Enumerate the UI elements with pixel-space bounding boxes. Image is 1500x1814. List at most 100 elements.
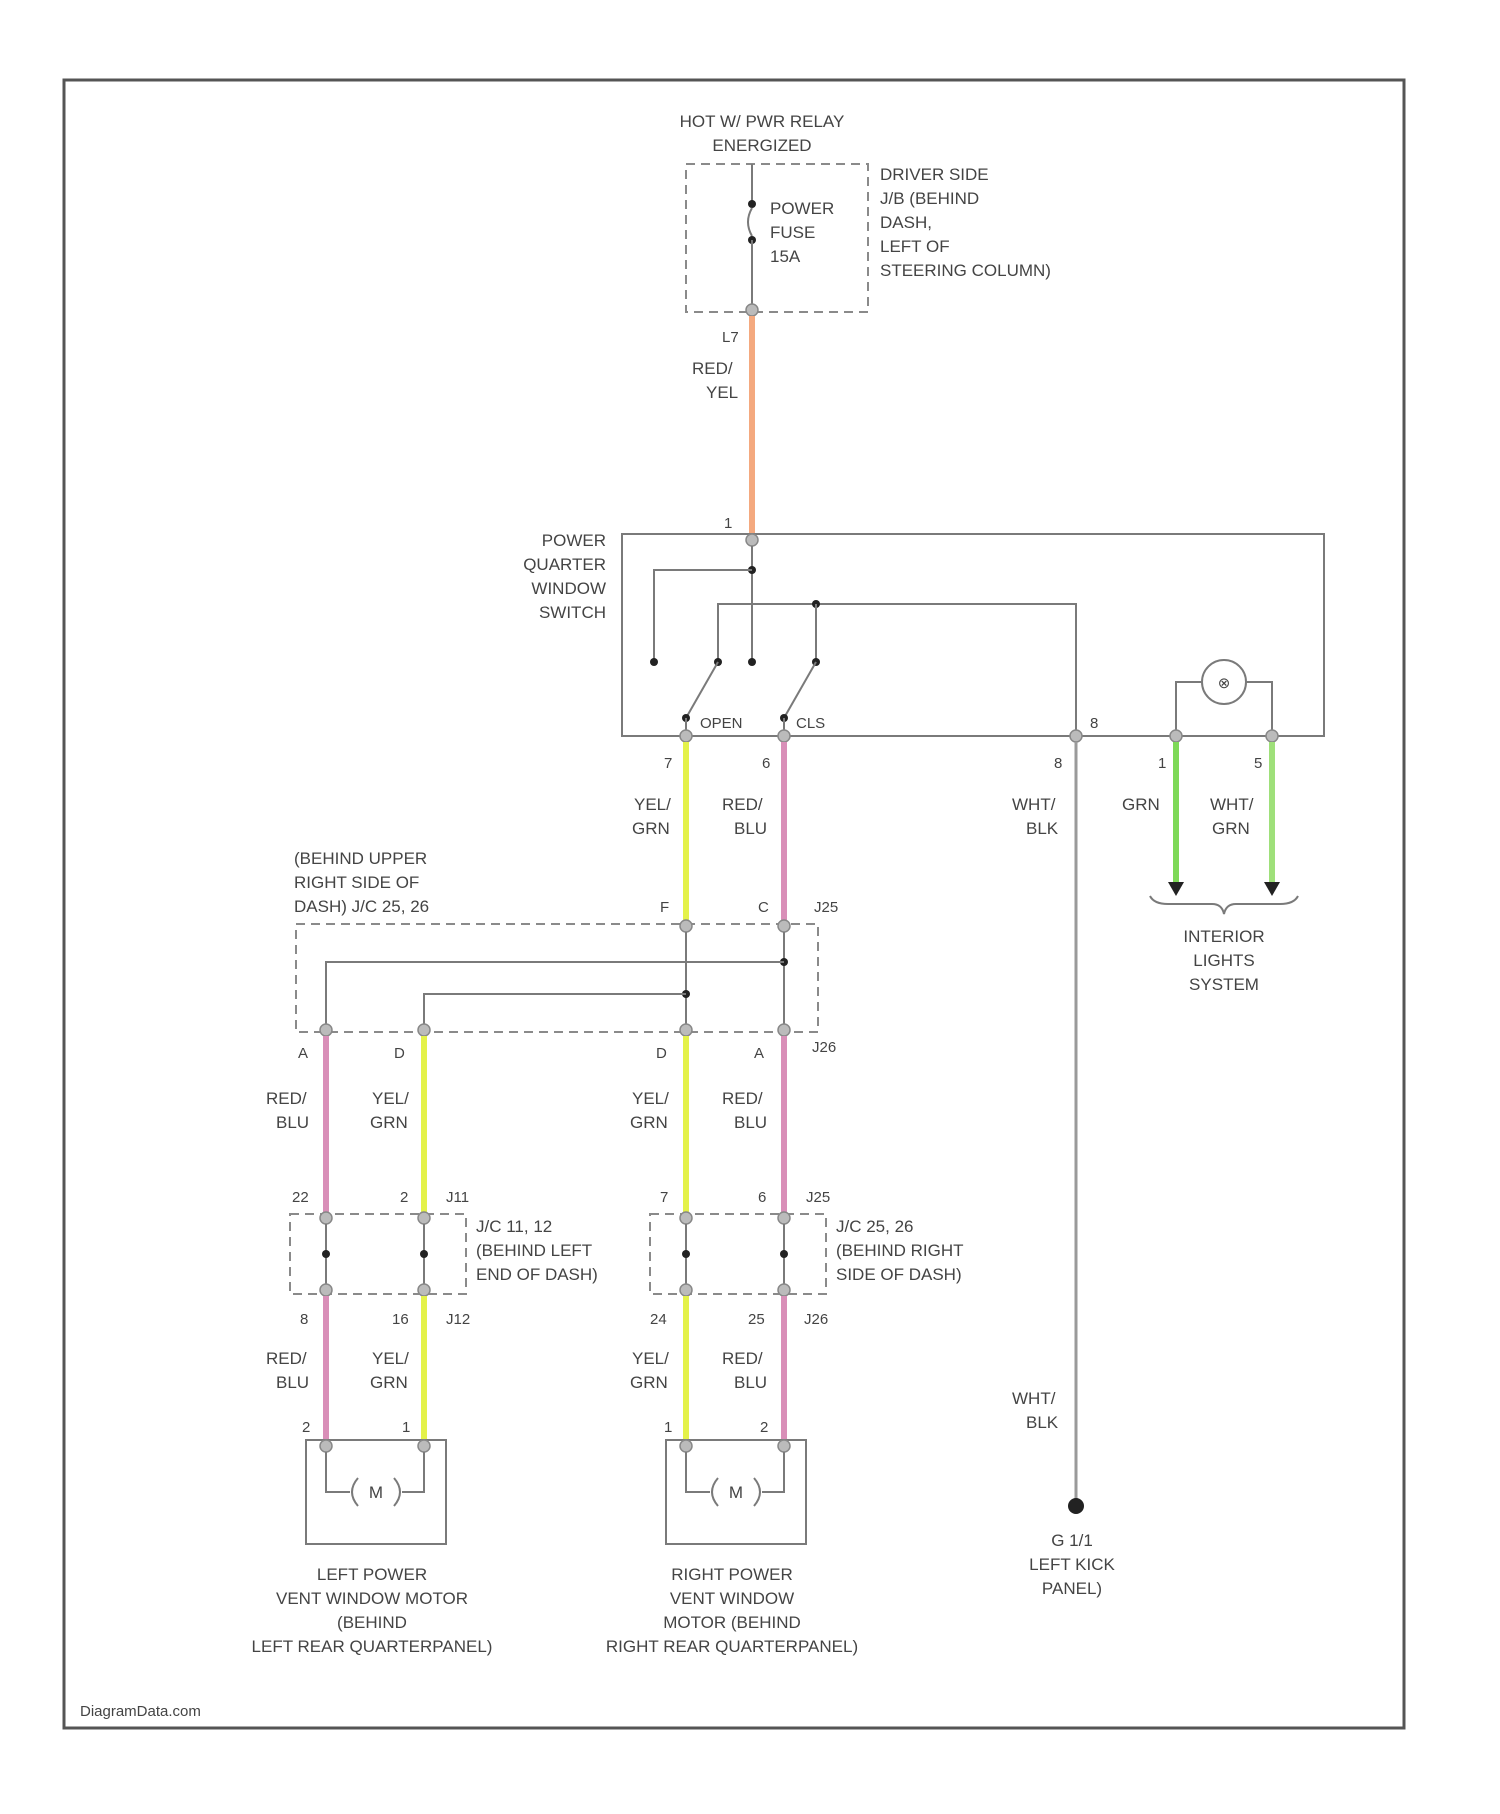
jc-right-top-pin-1: [680, 1212, 692, 1224]
switch-pin-open-label: 7: [664, 755, 672, 772]
wire-open-label-2: GRN: [632, 819, 670, 838]
left-motor-label-1: LEFT POWER: [317, 1565, 427, 1584]
motor-right-yel-label-1: YEL/: [632, 1349, 669, 1368]
junction-connector-left: 22 2 J11 J/C 11, 12 (BEHIND LEFT END OF …: [290, 1189, 598, 1328]
ground-point: WHT/ BLK G 1/1 LEFT KICK PANEL): [1012, 1389, 1115, 1598]
switch-pin-cls-label: 6: [762, 755, 770, 772]
fuse-location-4: LEFT OF: [880, 237, 950, 256]
left-motor-bracket-r: [394, 1478, 400, 1506]
right-motor-label-4: RIGHT REAR QUARTERPANEL): [606, 1637, 858, 1656]
branch-left-yel-label-1: YEL/: [372, 1089, 409, 1108]
ground-wire-label-2: BLK: [1026, 1413, 1059, 1432]
branch-left-yel-label-2: GRN: [370, 1113, 408, 1132]
jc-left-location-2: (BEHIND LEFT: [476, 1241, 592, 1260]
jc-upper-pin-c-label: C: [758, 899, 769, 916]
switch-name-2: QUARTER: [523, 555, 606, 574]
jc-right-pin-top-a: 7: [660, 1189, 668, 1206]
jc-left-top-pin-2: [418, 1212, 430, 1224]
jc-left-location-1: J/C 11, 12: [476, 1217, 552, 1236]
motor-icon: M: [729, 1483, 743, 1502]
motor-left-yel-label-1: YEL/: [372, 1349, 409, 1368]
arrow-lamp-1-icon: [1168, 882, 1184, 896]
ground-label-3: PANEL): [1042, 1579, 1102, 1598]
jc-upper-pin-c: [778, 920, 790, 932]
switch-name-1: POWER: [542, 531, 606, 550]
switch-pin-ground: [1070, 730, 1082, 742]
jc-left-bot-pin-1: [320, 1284, 332, 1296]
jc-left-pin-bot-b: 16: [392, 1311, 409, 1328]
right-motor-lead-a: [686, 1452, 710, 1492]
right-motor-bracket-l: [712, 1478, 718, 1506]
jc-upper-outline: [296, 924, 818, 1032]
junction-connector-upper: (BEHIND UPPER RIGHT SIDE OF DASH) J/C 25…: [294, 849, 838, 1062]
jc-upper-pin-f-label: F: [660, 899, 669, 916]
right-motor-label-3: MOTOR (BEHIND: [663, 1613, 801, 1632]
interior-lights-label-1: INTERIOR: [1183, 927, 1264, 946]
switch-name-4: SWITCH: [539, 603, 606, 622]
jc-right-pin-bot-a: 24: [650, 1311, 667, 1328]
left-motor-lead-b: [402, 1452, 424, 1492]
wire-red-yel-label-2: YEL: [706, 383, 738, 402]
jc-left-conn-bot: J12: [446, 1311, 470, 1328]
switch-pin-lamp-2: [1266, 730, 1278, 742]
lamp-lead-left: [1176, 682, 1202, 730]
switch-pin-lamp-1-label: 1: [1158, 755, 1166, 772]
ground-icon: [1068, 1498, 1084, 1514]
interior-lights-label-2: LIGHTS: [1193, 951, 1254, 970]
quarter-window-switch: POWER QUARTER WINDOW SWITCH 1 OPEN CLS ⊗: [523, 515, 1324, 772]
jc-right-conn-top: J25: [806, 1189, 830, 1206]
jc-right-conn-bot: J26: [804, 1311, 828, 1328]
switch-contact-open-nc: [650, 658, 658, 666]
motor-icon: M: [369, 1483, 383, 1502]
ground-label-2: LEFT KICK: [1029, 1555, 1115, 1574]
jc-upper-out-pin-3: [680, 1024, 692, 1036]
jc-left-top-pin-1: [320, 1212, 332, 1224]
switch-pin-ground-letter: 8: [1090, 715, 1098, 732]
fuse-terminal-top: [748, 200, 756, 208]
branch-left-red-label-2: BLU: [276, 1113, 309, 1132]
fuse-label-3: 15A: [770, 247, 801, 266]
fuse-location-2: J/B (BEHIND: [880, 189, 979, 208]
jc-left-dot-1: [322, 1250, 330, 1258]
interior-lights-label-3: SYSTEM: [1189, 975, 1259, 994]
branch-right-yel-label-2: GRN: [630, 1113, 668, 1132]
wire-lamp2-label-2: GRN: [1212, 819, 1250, 838]
jc-upper-location-3: DASH) J/C 25, 26: [294, 897, 429, 916]
jc-right-location-1: J/C 25, 26: [836, 1217, 914, 1236]
right-motor-bracket-r: [754, 1478, 760, 1506]
jc-upper-split-open: [424, 994, 686, 1024]
right-motor-label-2: VENT WINDOW: [670, 1589, 794, 1608]
switch-pin-top: [746, 534, 758, 546]
relay-pin: [746, 304, 758, 316]
motor-left-yel-label-2: GRN: [370, 1373, 408, 1392]
switch-blade-open[interactable]: [686, 662, 718, 718]
jc-right-dot-1: [682, 1250, 690, 1258]
jc-right-pin-top-b: 6: [758, 1189, 766, 1206]
right-motor-pin-a-label: 1: [664, 1419, 672, 1436]
ground-wire-label-1: WHT/: [1012, 1389, 1056, 1408]
jc-left-pin-bot-a: 8: [300, 1311, 308, 1328]
lamp-lead-right: [1246, 682, 1272, 730]
jc-left-pin-top-b: 2: [400, 1189, 408, 1206]
left-motor-pin-a: [320, 1440, 332, 1452]
jc-upper-out-pin-2: [418, 1024, 430, 1036]
switch-pin-cls: [778, 730, 790, 742]
motor-right-yel-label-2: GRN: [630, 1373, 668, 1392]
motor-right-red-label-1: RED/: [722, 1349, 763, 1368]
right-motor-label-1: RIGHT POWER: [671, 1565, 793, 1584]
branch-left-red-label-1: RED/: [266, 1089, 307, 1108]
wire-lamp1-label: GRN: [1122, 795, 1160, 814]
wire-ground-label-1: WHT/: [1012, 795, 1056, 814]
wire-ground-label-2: BLK: [1026, 819, 1059, 838]
relay-section: HOT W/ PWR RELAY ENERGIZED POWER FUSE 15…: [680, 112, 1051, 346]
switch-blade-cls[interactable]: [784, 662, 816, 718]
jc-left-location-3: END OF DASH): [476, 1265, 598, 1284]
jc-upper-out-pin-1-label: A: [298, 1045, 308, 1062]
jc-upper-conn-out-label: J26: [812, 1039, 836, 1056]
left-vent-window-motor: 2 1 M LEFT POWER VENT WINDOW MOTOR (BEHI…: [252, 1419, 493, 1656]
left-motor-label-2: VENT WINDOW MOTOR: [276, 1589, 468, 1608]
left-motor-pin-b: [418, 1440, 430, 1452]
left-motor-label-3: (BEHIND: [337, 1613, 407, 1632]
switch-pin-open: [680, 730, 692, 742]
